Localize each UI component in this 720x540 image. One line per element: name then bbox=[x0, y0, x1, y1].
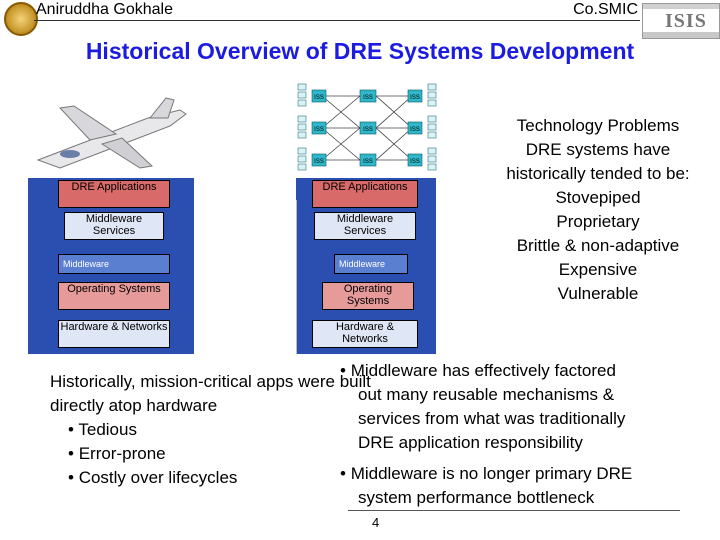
tech-line: DRE systems have bbox=[525, 140, 671, 159]
org-name: Co.SMIC bbox=[573, 1, 638, 18]
page-number: 4 bbox=[372, 515, 380, 530]
iss-node-label: ISS bbox=[314, 159, 324, 165]
right-layer-os: Operating Systems bbox=[322, 282, 414, 310]
right-layer-middleware-services: Middleware Services bbox=[314, 212, 416, 240]
header-divider bbox=[34, 20, 640, 21]
tech-heading: Technology Problems bbox=[516, 116, 680, 135]
left-layer-middleware: Middleware bbox=[58, 254, 170, 274]
technology-problems: Technology Problems DRE systems have his… bbox=[476, 114, 720, 306]
tech-item: Brittle & non-adaptive bbox=[516, 236, 680, 255]
iss-network-diagram: ISS ISS ISS ISS ISS ISS ISS ISS ISS bbox=[297, 83, 437, 171]
history-bullet: • Tedious bbox=[68, 420, 137, 439]
history-lead-line: directly atop hardware bbox=[50, 396, 218, 415]
right-apps-label: DRE Applications bbox=[322, 181, 408, 193]
left-layer-hardware: Hardware & Networks bbox=[58, 320, 170, 348]
footer-divider bbox=[348, 510, 680, 511]
tech-item: Expensive bbox=[558, 260, 638, 279]
left-os-label: Operating Systems bbox=[67, 283, 161, 295]
right-mw-label: Middleware bbox=[339, 259, 386, 269]
iss-node-label: ISS bbox=[363, 127, 373, 133]
right-layer-applications: DRE Applications bbox=[312, 180, 418, 208]
slide-title: Historical Overview of DRE Systems Devel… bbox=[85, 38, 635, 64]
iss-node-label: ISS bbox=[363, 95, 373, 101]
aircraft-image bbox=[36, 97, 187, 169]
iss-node-label: ISS bbox=[363, 159, 373, 165]
history-lead-line: Historically, mission-critical apps were… bbox=[50, 372, 371, 391]
iss-node-label: ISS bbox=[314, 127, 324, 133]
iss-node-label: ISS bbox=[410, 159, 420, 165]
right-layer-middleware: Middleware bbox=[334, 254, 408, 274]
history-bullet: • Error-prone bbox=[68, 444, 166, 463]
author-name: Aniruddha Gokhale bbox=[36, 1, 173, 18]
middleware-point-2: • Middleware is no longer primary DRE sy… bbox=[340, 464, 633, 507]
left-layer-middleware-services: Middleware Services bbox=[64, 212, 164, 240]
left-mws-label: Middleware Services bbox=[85, 213, 143, 237]
isis-logo: ISIS bbox=[642, 3, 720, 39]
university-seal-logo bbox=[4, 2, 38, 36]
iss-node-label: ISS bbox=[410, 127, 420, 133]
iss-node-label: ISS bbox=[314, 95, 324, 101]
middleware-point-1: • Middleware has effectively factored ou… bbox=[340, 361, 626, 452]
left-mw-label: Middleware bbox=[63, 259, 110, 269]
iss-node-label: ISS bbox=[410, 95, 420, 101]
right-stack-left-band bbox=[278, 200, 297, 354]
left-layer-os: Operating Systems bbox=[58, 282, 170, 310]
left-apps-label: DRE Applications bbox=[71, 181, 157, 193]
right-os-label: Operating Systems bbox=[343, 283, 393, 307]
right-hw-label: Hardware & Networks bbox=[335, 321, 395, 345]
tech-item: Proprietary bbox=[556, 212, 640, 231]
left-hw-label: Hardware & Networks bbox=[60, 321, 168, 333]
left-layer-applications: DRE Applications bbox=[58, 180, 170, 208]
right-layer-hardware: Hardware & Networks bbox=[312, 320, 418, 348]
tech-item: Stovepiped bbox=[555, 188, 641, 207]
tech-line: historically tended to be: bbox=[506, 164, 690, 183]
tech-item: Vulnerable bbox=[557, 284, 639, 303]
right-mws-label: Middleware Services bbox=[336, 213, 394, 237]
history-bullet: • Costly over lifecycles bbox=[68, 468, 238, 487]
